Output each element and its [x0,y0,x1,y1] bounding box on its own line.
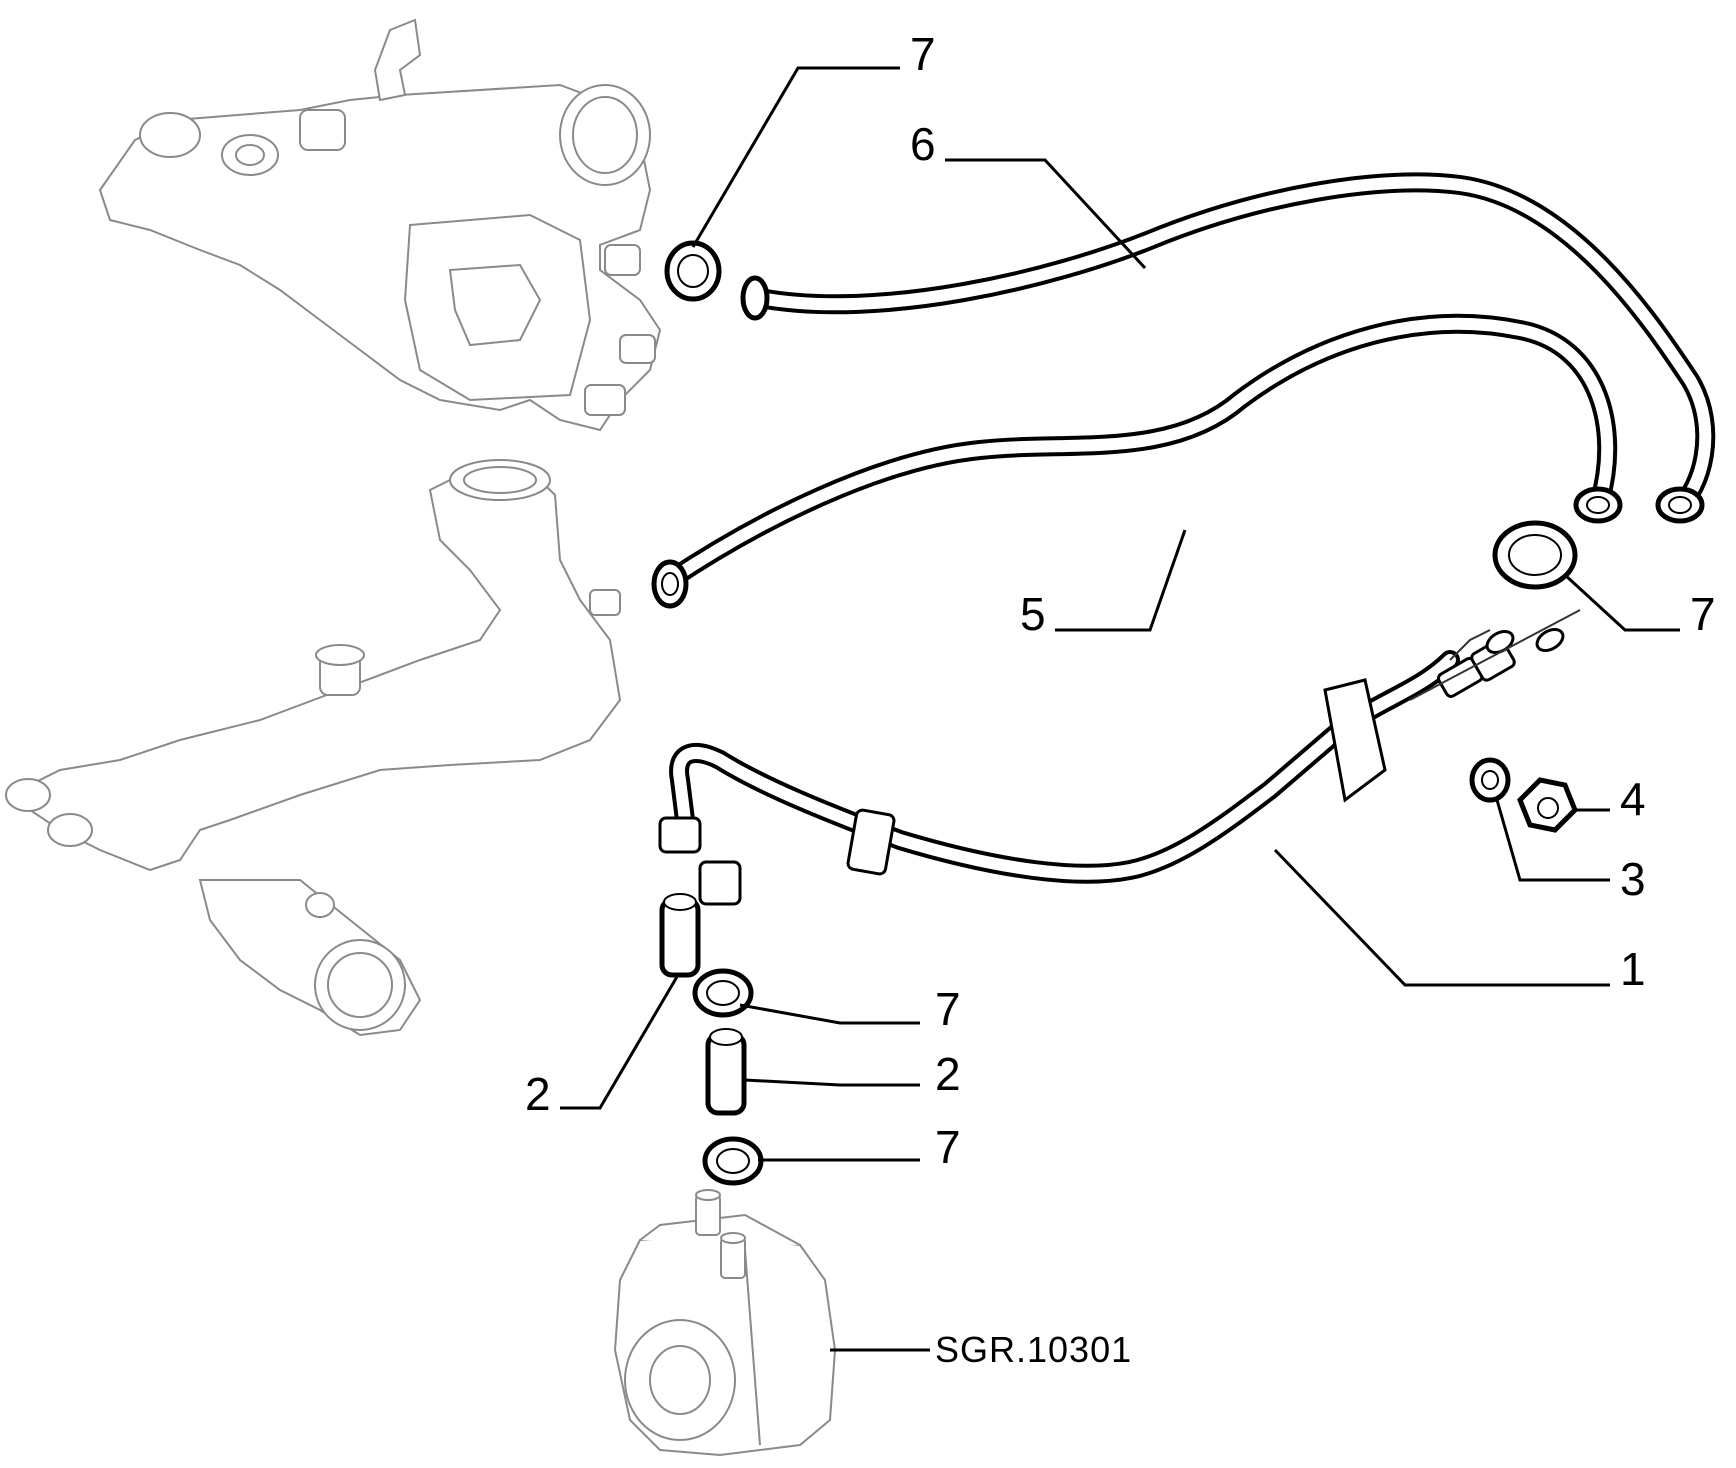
callout-1: 1 [1620,943,1646,995]
clamp-7-bottom [702,1136,764,1186]
clamp-7-top [664,240,722,302]
washer-3 [1469,757,1511,803]
callout-7-bottom: 7 [935,1121,961,1173]
callout-4: 4 [1620,773,1646,825]
clamp-7-mid [692,968,754,1018]
callout-7-right: 7 [1690,588,1716,640]
drawing-reference: SGR.10301 [935,1329,1132,1370]
sleeve-2-upper [659,893,701,978]
leader-lines [560,66,1680,1352]
callout-7-mid: 7 [935,983,961,1035]
callout-3: 3 [1620,853,1646,905]
callout-6: 6 [910,118,936,170]
pipe-1 [658,609,1581,906]
callout-2-right: 2 [935,1048,961,1100]
clamp-7-right [1492,520,1578,590]
thermostat-housing [98,18,662,432]
hose-5 [651,313,1623,609]
callout-7-top: 7 [910,28,936,80]
callout-2-left: 2 [525,1068,551,1120]
hose-6 [740,172,1716,524]
sleeve-2-lower [705,1028,747,1116]
coolant-pipe-assembly [5,459,622,1037]
oil-cooler [613,1189,837,1457]
nut-4 [1517,777,1578,833]
callout-5: 5 [1020,588,1046,640]
